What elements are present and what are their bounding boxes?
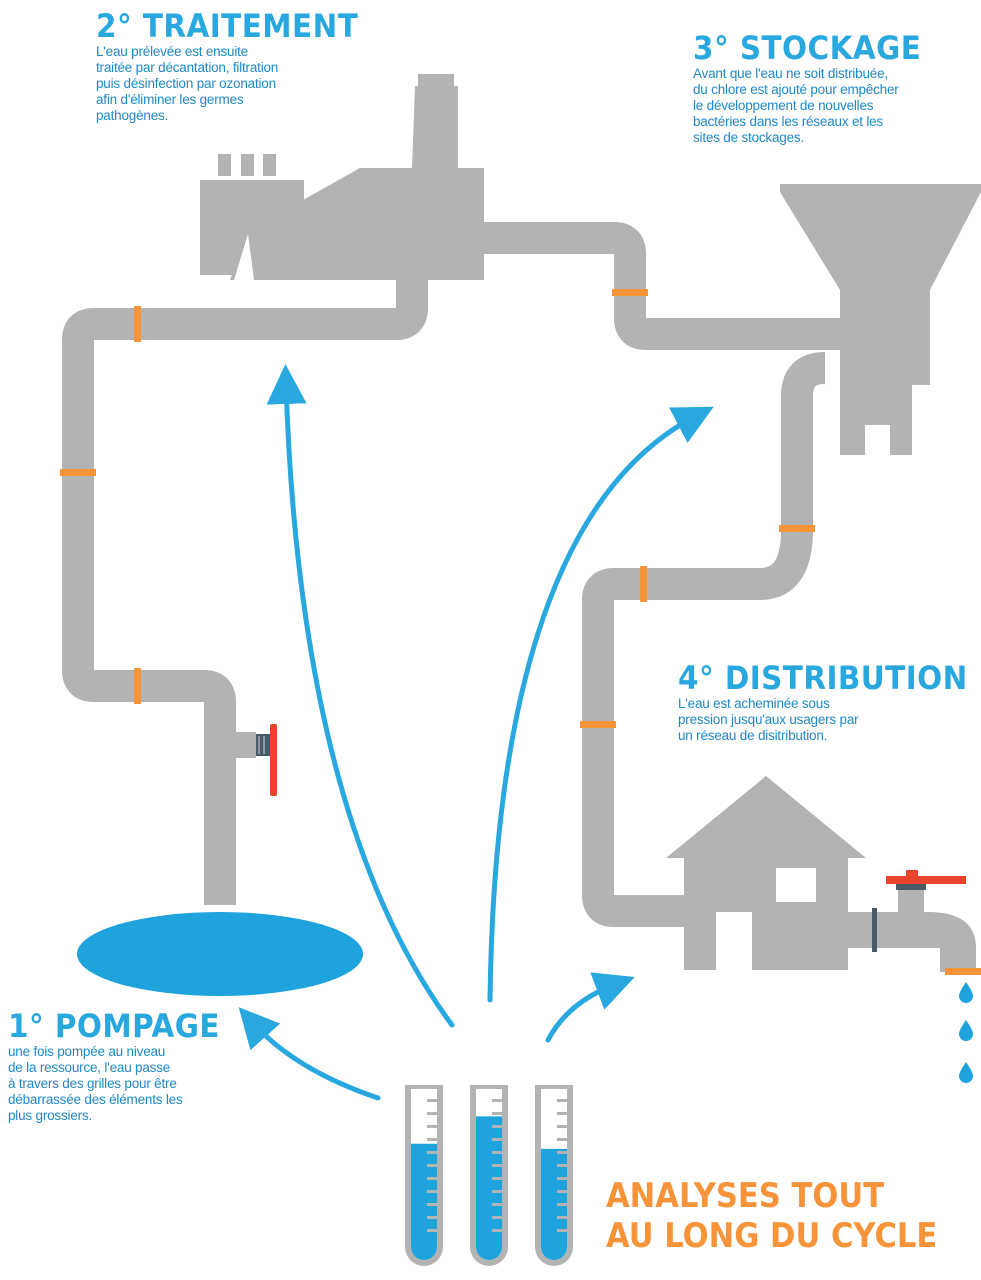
arrow-to-pompage-icon bbox=[238, 1007, 381, 1101]
test-tube-liquid bbox=[476, 1116, 502, 1260]
step-title: 3° STOCKAGE bbox=[693, 29, 922, 67]
step-title: 2° TRAITEMENT bbox=[96, 7, 359, 45]
pipe-stockage-to-distribution bbox=[582, 352, 827, 927]
step-description: une fois pompée au niveau de la ressourc… bbox=[8, 1044, 183, 1123]
water-drop-icon bbox=[959, 982, 973, 1003]
step-description: L'eau est acheminée sous pression jusqu'… bbox=[678, 696, 859, 743]
step-description: Avant que l'eau ne soit distribuée, du c… bbox=[693, 66, 899, 145]
storage-tank-icon bbox=[780, 184, 981, 455]
pipe-joint bbox=[580, 721, 616, 728]
pipe-joint bbox=[640, 566, 647, 602]
valve-icon bbox=[234, 724, 277, 796]
pipe-pompage-to-traitement bbox=[62, 270, 428, 905]
step-title: 1° POMPAGE bbox=[8, 1007, 220, 1045]
pipe-joints bbox=[60, 289, 815, 728]
step-distribution: 4° DISTRIBUTION L'eau est acheminée sous… bbox=[678, 662, 968, 744]
pipe-joint bbox=[60, 469, 96, 476]
pipe-joint bbox=[612, 289, 648, 296]
treatment-plant-icon bbox=[200, 74, 484, 280]
water-drop-icon bbox=[959, 1062, 973, 1083]
step-description: L'eau prélevée est ensuite traitée par d… bbox=[96, 44, 279, 123]
water-drop-icon bbox=[959, 1020, 973, 1041]
analyses-line-1: ANALYSES TOUT bbox=[606, 1176, 885, 1216]
arrow-to-traitement-icon bbox=[266, 364, 455, 1028]
flow-arrows bbox=[238, 364, 714, 1101]
analyses-line-2: AU LONG DU CYCLE bbox=[606, 1216, 938, 1256]
test-tube-icon bbox=[470, 1085, 508, 1266]
pipe-joint bbox=[134, 306, 141, 342]
pipe-traitement-to-stockage bbox=[484, 222, 850, 350]
pipe-joint bbox=[134, 668, 141, 704]
step-pompage: 1° POMPAGE une fois pompée au niveau de … bbox=[8, 1010, 258, 1124]
step-stockage: 3° STOCKAGE Avant que l'eau ne soit dist… bbox=[693, 32, 978, 146]
pipe-network bbox=[62, 222, 850, 927]
step-traitement: 2° TRAITEMENT L'eau prélevée est ensuite… bbox=[96, 10, 386, 124]
test-tube-icon bbox=[405, 1085, 443, 1266]
step-title: 4° DISTRIBUTION bbox=[678, 659, 968, 697]
water-drops bbox=[959, 982, 973, 1083]
house-icon bbox=[666, 776, 866, 970]
water-reservoir bbox=[77, 912, 363, 996]
analyses-heading: ANALYSES TOUT AU LONG DU CYCLE bbox=[606, 1176, 938, 1256]
tap-icon bbox=[848, 870, 981, 975]
test-tube-liquid bbox=[541, 1148, 567, 1260]
arrow-to-distribution-icon bbox=[545, 972, 635, 1043]
test-tubes bbox=[405, 1085, 573, 1266]
test-tube-icon bbox=[535, 1085, 573, 1266]
test-tube-liquid bbox=[411, 1143, 437, 1260]
pipe-joint bbox=[779, 525, 815, 532]
arrow-to-stockage-icon bbox=[487, 406, 714, 1003]
